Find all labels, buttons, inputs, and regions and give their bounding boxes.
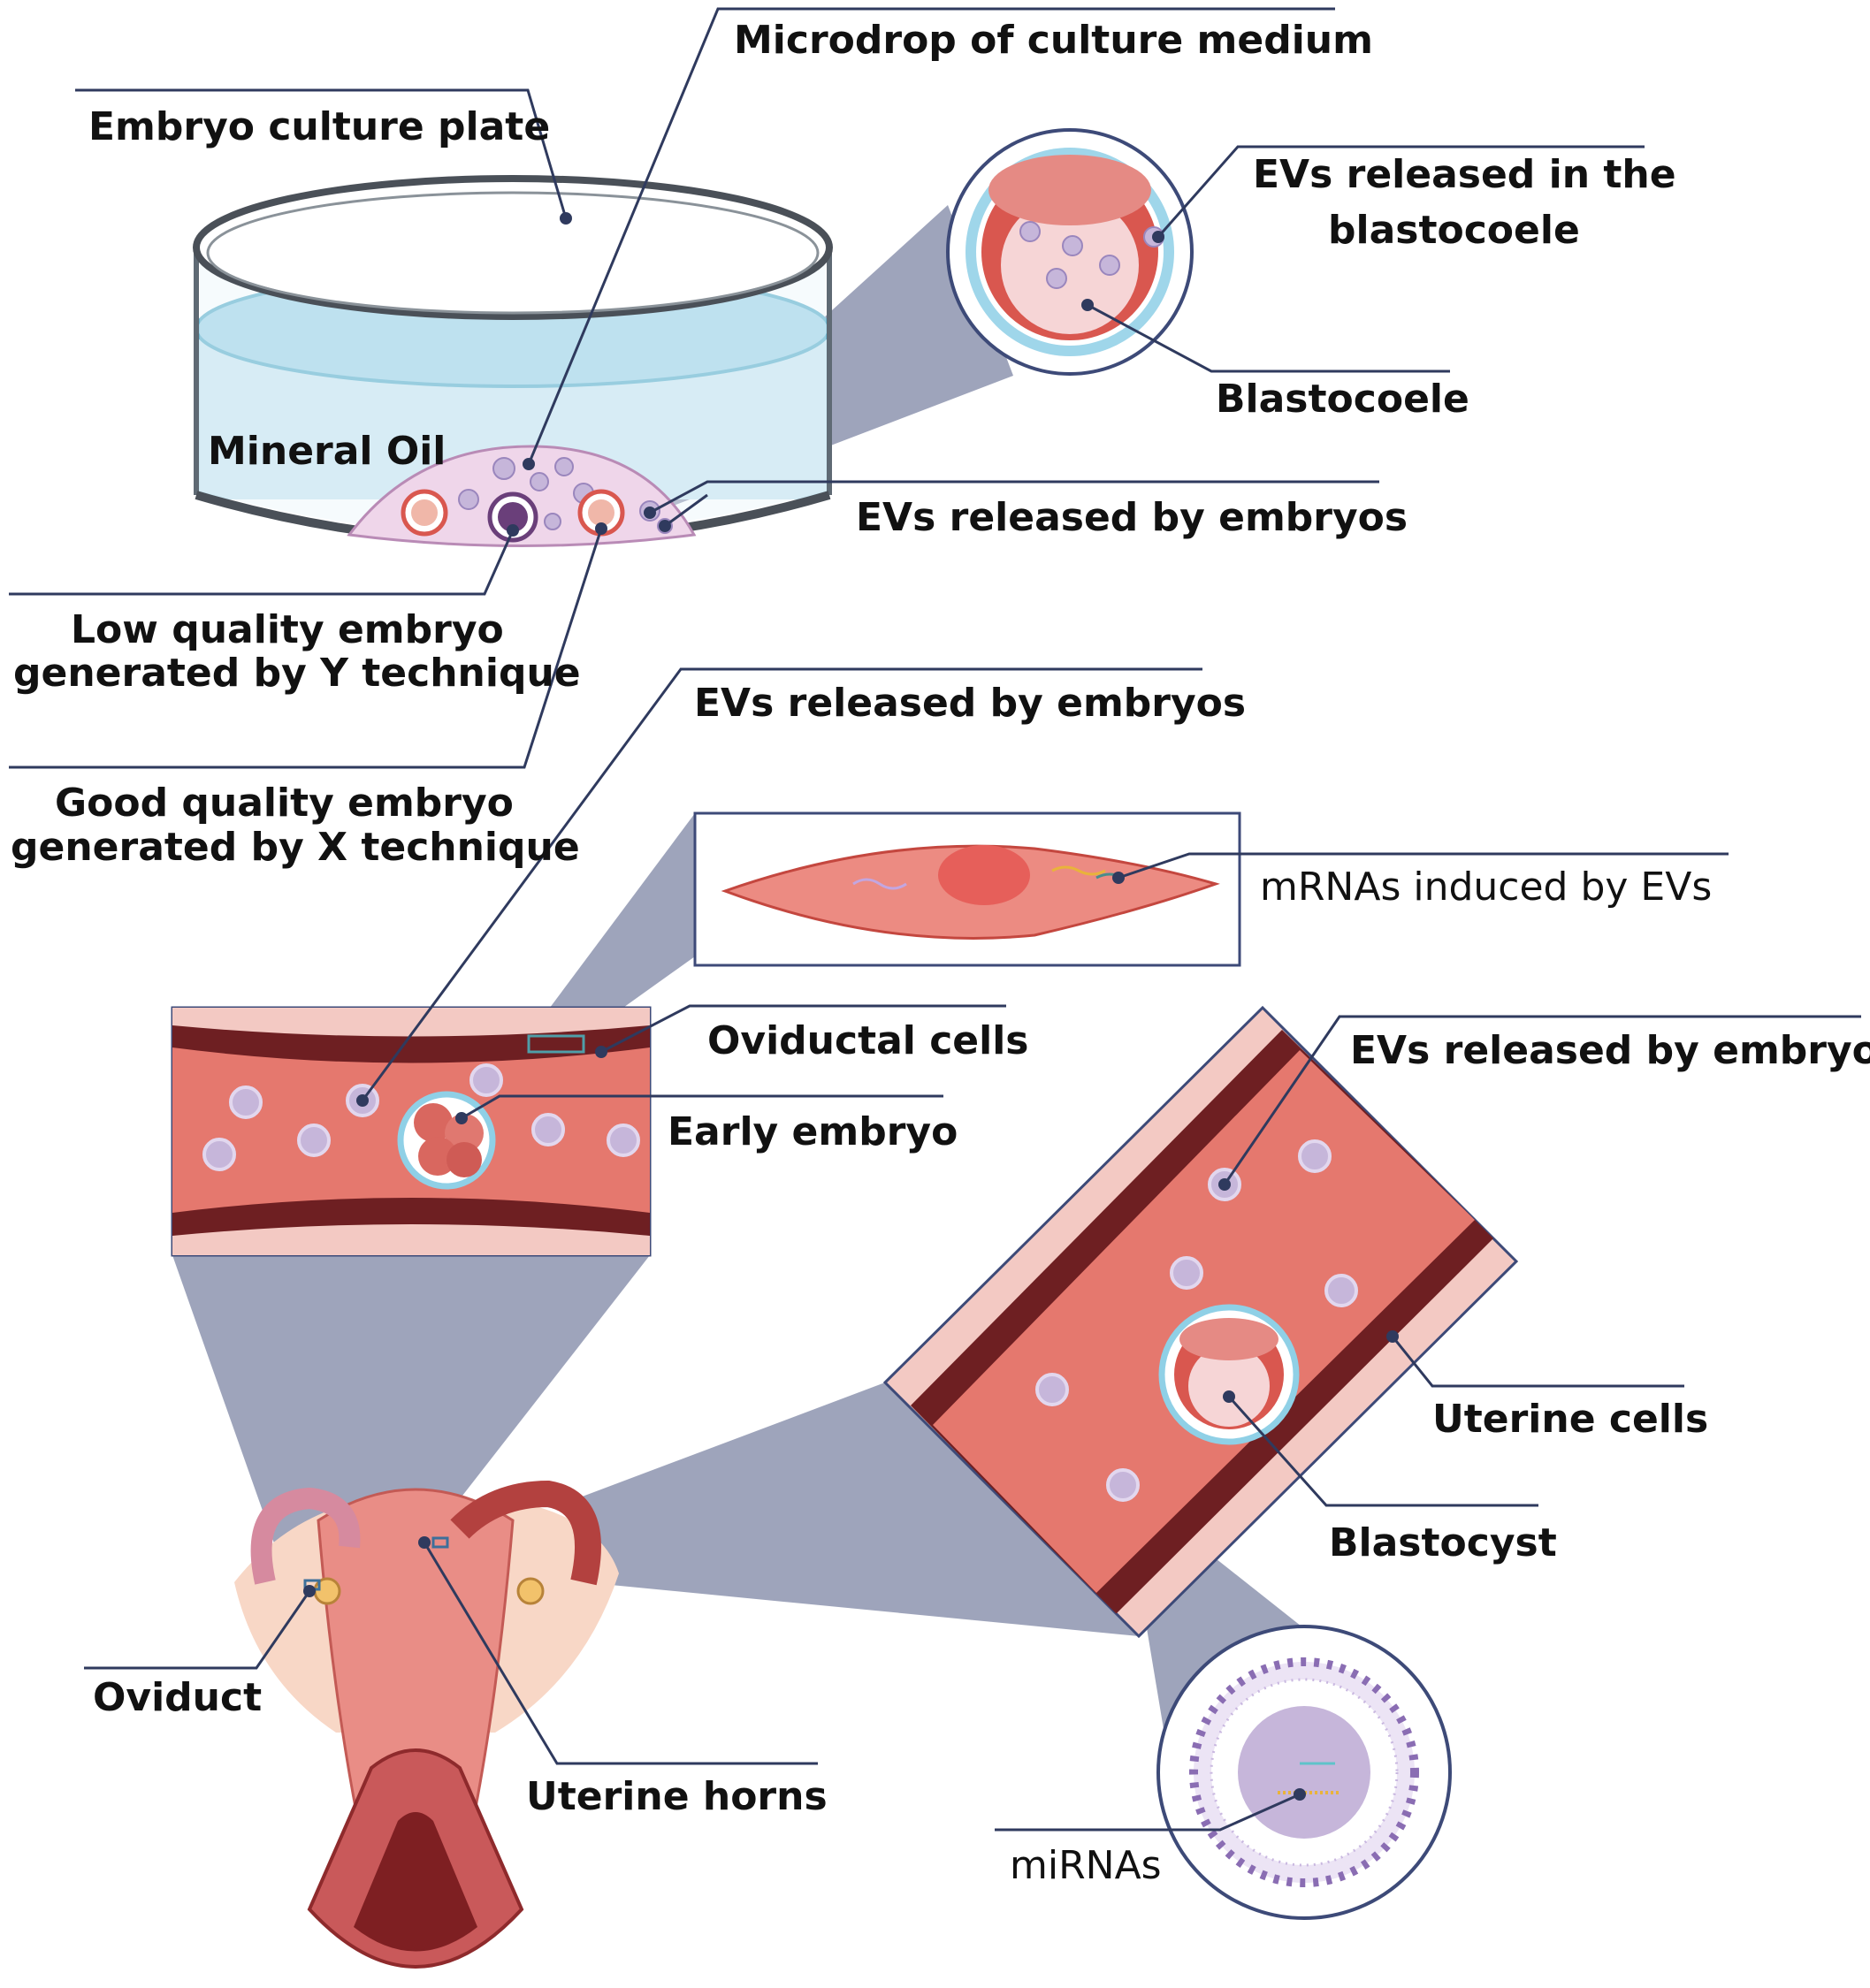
uterine-evs bbox=[1035, 1139, 1358, 1502]
label-evs-blastocoele-2: blastocoele bbox=[1328, 208, 1580, 253]
inner-cell-mass bbox=[988, 155, 1151, 225]
dish-rim bbox=[193, 175, 833, 320]
label-blastocoele: Blastocoele bbox=[1216, 377, 1469, 422]
oviduct-left bbox=[250, 1487, 361, 1585]
blastocyst-zoom bbox=[946, 128, 1194, 376]
label-low-quality-2: generated by Y technique bbox=[13, 651, 581, 696]
reproductive-tract bbox=[234, 1480, 619, 1969]
label-blastocyst: Blastocyst bbox=[1329, 1520, 1557, 1565]
beam-oviduct-to-cell bbox=[529, 813, 695, 1036]
label-uterine-horns: Uterine horns bbox=[526, 1774, 828, 1819]
ovary-right bbox=[516, 1577, 545, 1605]
oviduct-section bbox=[171, 1006, 652, 1257]
uterine-blastocyst bbox=[1158, 1304, 1300, 1445]
label-evs-oviduct: EVs released by embryos bbox=[694, 681, 1246, 726]
drop-embryo-left bbox=[401, 489, 448, 537]
leader-lines bbox=[9, 7, 1861, 1832]
ev-lumen bbox=[1238, 1706, 1370, 1839]
cell-nucleus bbox=[938, 845, 1030, 905]
label-evs-uterus: EVs released by embryos bbox=[1350, 1028, 1870, 1073]
label-uterine-cells: Uterine cells bbox=[1432, 1397, 1708, 1442]
drop-embryo-low-quality bbox=[487, 491, 538, 543]
label-oviductal-cells: Oviductal cells bbox=[707, 1018, 1028, 1063]
dish-wall-tint bbox=[200, 256, 826, 535]
label-oviduct: Oviduct bbox=[93, 1675, 262, 1720]
label-mirnas: miRNAs bbox=[1010, 1843, 1162, 1888]
label-evs-dish: EVs released by embryos bbox=[856, 495, 1408, 540]
label-evs-blastocoele-1: EVs released in the bbox=[1253, 152, 1676, 197]
uterine-section bbox=[882, 1005, 1519, 1639]
culture-dish bbox=[193, 175, 833, 547]
blastocoele-evs bbox=[1019, 221, 1164, 289]
label-low-quality-1: Low quality embryo bbox=[71, 607, 504, 652]
early-embryo bbox=[397, 1091, 496, 1190]
oviductal-cell-zoom bbox=[693, 811, 1241, 967]
label-good-quality-1: Good quality embryo bbox=[55, 781, 514, 826]
vaginal-canal bbox=[354, 1812, 477, 1952]
drop-embryo-good-quality bbox=[577, 489, 625, 537]
ev-mirna-zoom bbox=[1156, 1625, 1452, 1920]
label-good-quality-2: generated by X technique bbox=[11, 825, 580, 870]
label-mineral-oil: Mineral Oil bbox=[208, 429, 446, 474]
uterine-horn-right bbox=[450, 1480, 601, 1586]
beam-horn-to-uterus bbox=[566, 1382, 1139, 1636]
oviduct-evs bbox=[202, 1063, 640, 1171]
label-early-embryo: Early embryo bbox=[668, 1109, 958, 1154]
text-labels: Microdrop of culture medium Embryo cultu… bbox=[11, 18, 1870, 1888]
label-culture-plate: Embryo culture plate bbox=[88, 104, 550, 149]
label-microdrop: Microdrop of culture medium bbox=[734, 18, 1373, 63]
dish-rim-inner bbox=[206, 191, 820, 315]
beam-reproductive-to-oviduct bbox=[172, 1255, 650, 1556]
label-mrnas: mRNAs induced by EVs bbox=[1260, 865, 1712, 910]
